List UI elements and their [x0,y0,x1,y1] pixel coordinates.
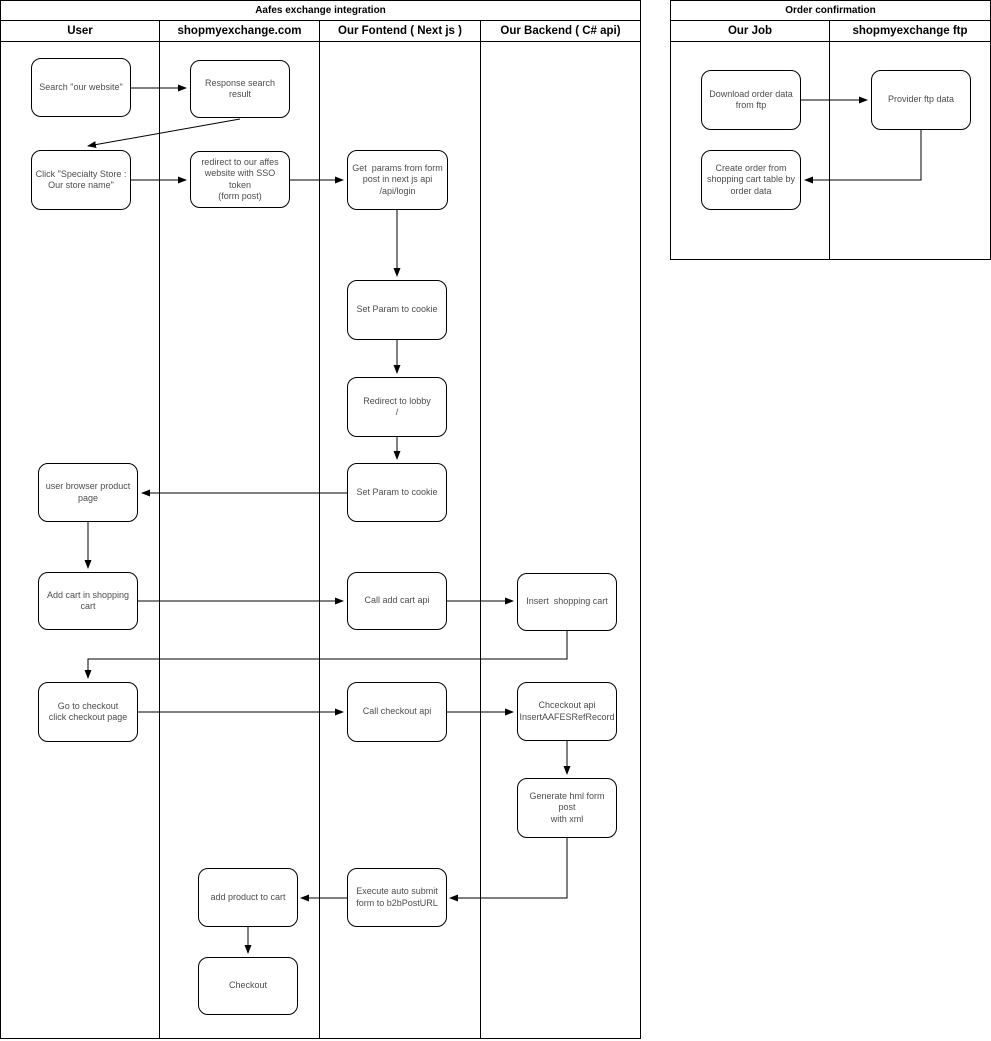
lane-header-frontend: Our Fontend ( Next js ) [320,21,481,41]
node-call-checkout: Call checkout api [347,682,447,742]
node-checkout: Checkout [198,957,298,1015]
node-get-params: Get params from form post in next js api… [347,150,448,210]
node-execute-submit: Execute auto submit form to b2bPostURL [347,868,447,927]
node-add-product: add product to cart [198,868,298,927]
lane-header-shopmyexchange-ftp: shopmyexchange ftp [852,25,968,37]
node-download-order: Download order data from ftp [701,70,801,130]
node-response: Response search result [190,60,290,118]
lane-body [1,42,640,1038]
node-redirect-lobby: Redirect to lobby / [347,377,447,437]
lane-frontend [320,42,481,1038]
node-provider-ftp: Provider ftp data [871,70,971,130]
pool-order-confirmation: Order confirmation Our Job shopmyexchang… [670,0,991,260]
node-search: Search "our website" [31,58,131,117]
pool-title: Order confirmation [671,1,990,21]
node-generate-form: Generate hml form post with xml [517,778,617,838]
lane-header-our-job: Our Job [671,21,830,41]
node-add-cart: Add cart in shopping cart [38,572,138,630]
node-go-checkout: Go to checkout click checkout page [38,682,138,742]
node-create-order: Create order from shopping cart table by… [701,150,801,210]
lane-user [1,42,160,1038]
node-redirect-sso: redirect to our affes website with SSO t… [190,151,290,208]
node-insert-cart: Insert shopping cart [517,573,617,631]
lane-header-user: User [1,21,160,41]
node-call-add-cart: Call add cart api [347,572,447,630]
lane-header-shopmyexchange: shopmyexchange.com [160,21,320,41]
lane-headers: User shopmyexchange.com Our Fontend ( Ne… [1,21,640,42]
node-click-store: Click "Specialty Store : Our store name" [31,150,131,210]
node-user-browser: user browser product page [38,463,138,522]
node-chceckout-api: Chceckout api InsertAAFESRefRecord [517,682,617,741]
lane-backend [481,42,640,1038]
pool-title: Aafes exchange integration [1,1,640,21]
lane-header-backend: Our Backend ( C# api) [500,25,621,37]
lane-shopmyexchange [160,42,320,1038]
node-set-cookie-1: Set Param to cookie [347,280,447,340]
lane-headers: Our Job shopmyexchange ftp [671,21,990,42]
node-set-cookie-2: Set Param to cookie [347,463,447,522]
